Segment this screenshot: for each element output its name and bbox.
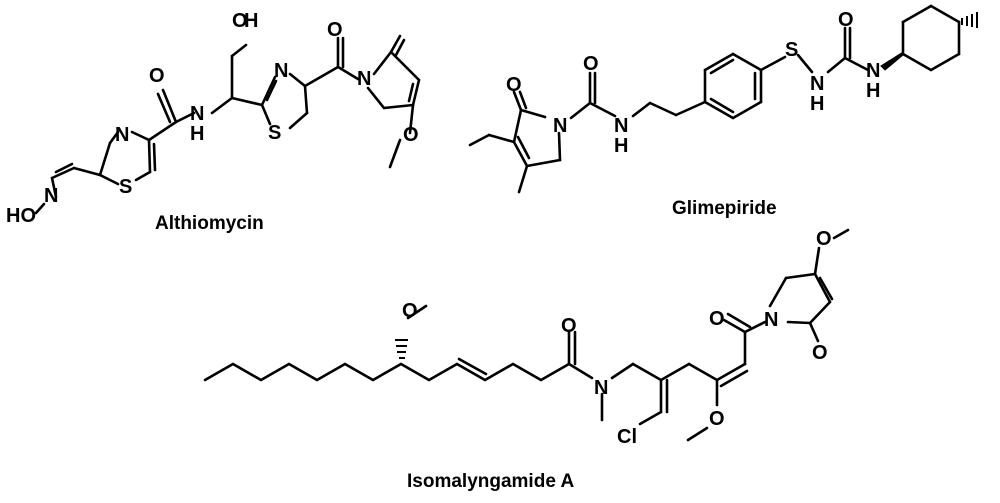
amide-H-label: H: [190, 123, 204, 145]
sulfonamide-H-label: H: [810, 93, 824, 115]
thiazole-S-label: S: [119, 176, 132, 198]
lactam-O-label: O: [506, 74, 522, 96]
thiazole-N-label: N: [115, 124, 129, 146]
urea-H-label: H: [614, 135, 628, 157]
carbonyl-O-label: O: [327, 19, 343, 41]
amide-N-label: N: [190, 103, 204, 125]
isomalyngamide-a-structure: O O N O N O Cl O O Isomalyngamide A: [203, 228, 850, 492]
lactam-O-label: O: [812, 342, 828, 364]
amide-N-label: N: [594, 377, 608, 399]
chloro-Cl-label: Cl: [617, 426, 637, 448]
sulfenyl-S-label: S: [785, 39, 798, 61]
glimepiride-label: Glimepiride: [672, 198, 777, 219]
thiazoline-N-label: N: [274, 60, 288, 82]
methoxy-O-label: O: [403, 124, 419, 146]
glimepiride-structure: O O N N H S N H N H O Glimepiride: [468, 4, 978, 219]
enol-ether-O-label: O: [709, 408, 725, 430]
hydroxyl-H-label: H: [244, 10, 258, 32]
hydroxyl-O-label: O: [232, 10, 248, 32]
methoxy-O-label: O: [816, 228, 832, 250]
urea-O-label: O: [583, 53, 599, 75]
pyrrolinone-N-label: N: [357, 68, 371, 90]
althiomycin-label: Althiomycin: [155, 213, 264, 234]
ether-O-label: O: [402, 300, 418, 322]
sulfonamide-N-label: N: [810, 73, 824, 95]
oxime-N-label: N: [44, 185, 58, 207]
thiazoline-S-label: S: [268, 122, 281, 144]
amide-O-label: O: [149, 65, 165, 87]
cyclohexyl-N-label: N: [866, 60, 880, 82]
cyclohexyl-H-label: H: [866, 80, 880, 102]
urea-N-label: N: [614, 115, 628, 137]
lactam-N-label: N: [553, 115, 567, 137]
thiourea-O-label: O: [838, 9, 854, 31]
oxime-HO-label: HO: [6, 205, 36, 227]
amide-O-label: O: [561, 315, 577, 337]
althiomycin-structure: O H O N N H N N S O S N HO O Althiomycin: [6, 10, 421, 234]
pyrrolinone-N-label: N: [764, 309, 778, 331]
isomalyngamide-a-label: Isomalyngamide A: [407, 471, 574, 492]
enone-O-label: O: [709, 308, 725, 330]
